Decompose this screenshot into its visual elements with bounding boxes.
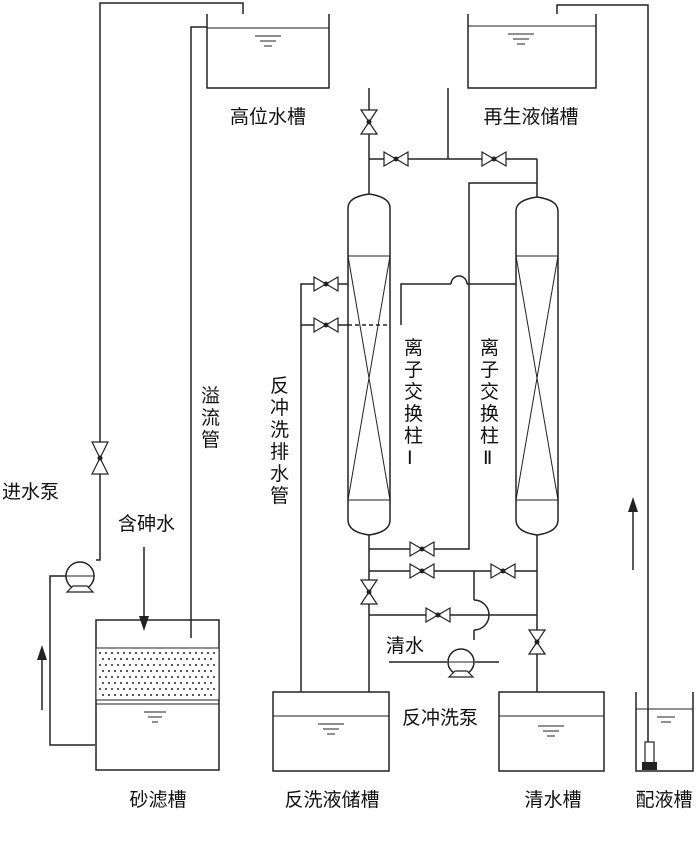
flow-arrow-right-up (628, 497, 638, 570)
valve-backwash-upper-icon (313, 275, 339, 293)
svg-text:Ⅱ: Ⅱ (483, 447, 492, 469)
svg-text:换: 换 (404, 403, 423, 425)
clean-water-label: 清水 (386, 635, 424, 657)
sand-filter-label: 砂滤槽 (129, 789, 186, 811)
svg-text:柱: 柱 (480, 425, 499, 447)
submersible-pump-icon (642, 741, 657, 770)
svg-text:溢: 溢 (201, 385, 220, 407)
sand-filter-tank (95, 619, 220, 771)
flow-arrow-arsenic-water-down (139, 547, 149, 631)
column-1-label: 离 子 交 换 柱 Ⅰ (404, 337, 423, 469)
inlet-pump-icon (65, 561, 95, 593)
sand-media (99, 652, 215, 696)
svg-text:子: 子 (404, 359, 423, 381)
clean-water-tank (498, 691, 605, 772)
ion-exchange-column-2 (515, 196, 559, 536)
valve-bottom-return-icon (409, 540, 435, 558)
valve-column2-drain-icon (527, 629, 547, 655)
backwash-storage-label: 反洗液储槽 (284, 789, 379, 811)
svg-text:洗: 洗 (270, 419, 289, 441)
valve-top-header-right-icon (481, 150, 507, 168)
svg-text:反: 反 (270, 375, 289, 397)
svg-text:离: 离 (480, 337, 499, 359)
svg-text:水: 水 (270, 463, 289, 485)
regen-tank-label: 再生液储槽 (483, 106, 578, 128)
svg-text:冲: 冲 (270, 397, 289, 419)
valve-high-tank-outlet-icon (359, 109, 379, 135)
column-2-label: 离 子 交 换 柱 Ⅱ (480, 337, 499, 469)
backwash-liquid-tank (272, 691, 390, 772)
high-tank-label: 高位水槽 (230, 106, 306, 128)
svg-text:流: 流 (201, 407, 220, 429)
svg-text:离: 离 (404, 337, 423, 359)
regeneration-liquid-tank (467, 14, 597, 89)
backwash-pump-label: 反冲洗泵 (402, 707, 478, 729)
overflow-pipe-label: 溢 流 管 (201, 385, 220, 451)
valve-backwash-lower-icon (313, 316, 339, 334)
backwash-drain-label: 反 冲 洗 排 水 管 (270, 375, 289, 507)
valve-bottom-right-icon (490, 562, 516, 580)
svg-text:交: 交 (404, 381, 423, 403)
valve-clean-water-icon (425, 606, 451, 624)
backwash-pump-icon (447, 648, 475, 678)
svg-text:管: 管 (201, 429, 220, 451)
svg-text:交: 交 (480, 381, 499, 403)
flow-arrow-left-up (37, 645, 47, 710)
dosing-tank-label: 配液槽 (635, 789, 692, 811)
ion-exchange-column-1 (347, 193, 391, 536)
svg-text:子: 子 (480, 359, 499, 381)
svg-text:Ⅰ: Ⅰ (407, 447, 413, 469)
valve-inlet-icon (91, 441, 109, 475)
clean-tank-label: 清水槽 (524, 789, 581, 811)
arsenic-water-label: 含砷水 (118, 513, 175, 535)
dosing-tank (635, 692, 694, 772)
svg-text:换: 换 (480, 403, 499, 425)
valve-top-header-left-icon (383, 150, 409, 168)
high-level-tank (206, 14, 330, 89)
inlet-pump-label: 进水泵 (2, 481, 59, 503)
svg-text:排: 排 (270, 441, 289, 463)
valve-column1-drain-icon (359, 579, 379, 605)
svg-text:柱: 柱 (404, 425, 423, 447)
valve-bottom-left-icon (409, 562, 435, 580)
svg-text:管: 管 (270, 485, 289, 507)
